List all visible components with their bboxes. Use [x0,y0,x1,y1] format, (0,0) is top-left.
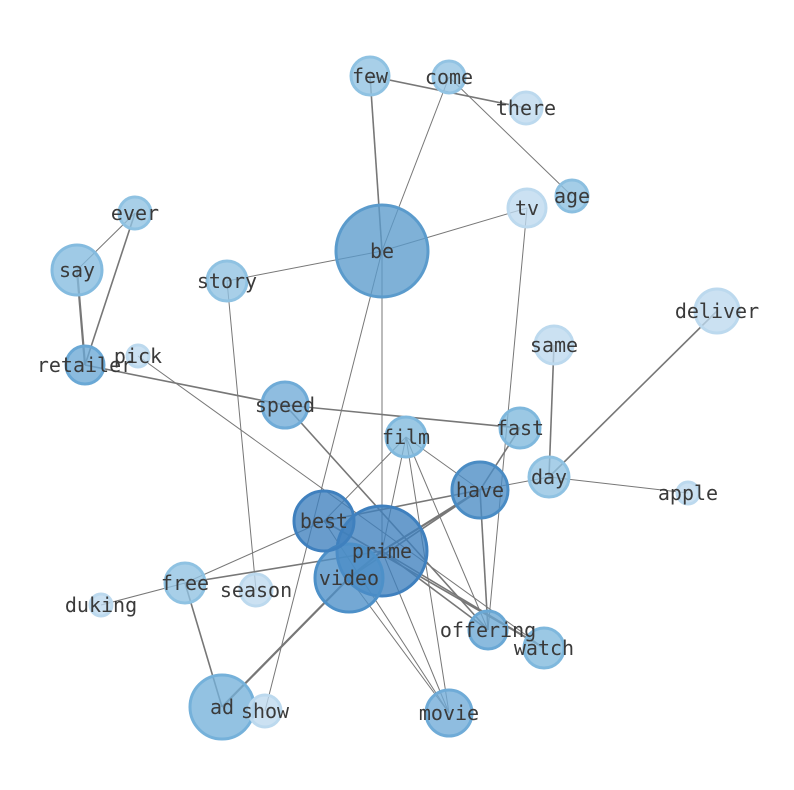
node-label-free: free [161,571,209,595]
node-label-retailer: retailer [37,353,133,377]
node-few [349,55,391,97]
node-same [533,324,575,366]
node-label-say: say [59,258,95,282]
nodes-layer [50,55,741,741]
edge-be-show [264,250,383,712]
edge-story-season [226,280,257,591]
node-label-deliver: deliver [675,299,759,323]
edge-film-offering [405,436,489,631]
node-best [292,489,356,553]
node-label-story: story [197,269,257,293]
node-apple [675,480,701,506]
node-age [554,178,590,214]
node-label-come: come [425,65,473,89]
node-label-apple: apple [658,481,718,505]
node-label-pick: pick [114,344,162,368]
node-label-ad: ad [210,695,234,719]
edge-day-apple [548,476,689,494]
node-season [238,572,274,608]
node-video [313,542,385,614]
node-movie [424,688,474,738]
node-label-watch: watch [514,636,574,660]
edge-retailer-speed [84,364,286,406]
node-there [508,90,544,126]
edge-same-day [548,344,555,478]
node-free [163,561,207,605]
node-day [527,455,571,499]
node-label-film: film [382,425,430,449]
node-label-have: have [456,478,504,502]
node-retailer [64,344,106,386]
node-label-video: video [319,566,379,590]
node-label-there: there [496,96,556,120]
node-label-day: day [531,465,567,489]
edges-layer [75,75,718,714]
node-label-prime: prime [352,539,412,563]
node-duking [88,592,114,618]
node-label-tv: tv [515,196,539,220]
node-have [450,460,510,520]
node-pick [125,343,151,369]
node-offering [467,609,509,651]
node-film [384,415,428,459]
node-label-few: few [352,64,389,88]
node-label-same: same [530,333,578,357]
edge-deliver-day [548,310,718,478]
node-be [334,203,430,299]
node-label-season: season [220,578,292,602]
node-label-show: show [241,699,290,723]
node-label-offering: offering [440,618,536,642]
node-tv [506,187,548,229]
node-label-ever: ever [111,201,159,225]
node-label-fast: fast [496,416,544,440]
edge-film-movie [405,436,450,714]
node-label-age: age [554,184,590,208]
node-speed [260,380,310,430]
node-story [205,259,249,303]
node-fast [498,406,542,450]
node-label-be: be [370,239,394,263]
node-watch [522,626,566,670]
node-label-duking: duking [65,593,137,617]
labels-layer: be prime video best have ad say few come there age… [37,64,759,725]
node-label-best: best [300,509,348,533]
node-say [50,243,104,297]
node-ever [117,195,153,231]
node-deliver [693,287,741,335]
node-show [247,693,283,729]
node-come [431,59,467,95]
edge-ever-retailer [84,212,136,366]
node-label-speed: speed [255,393,315,417]
node-label-movie: movie [419,701,479,725]
edge-come-age [448,76,573,197]
